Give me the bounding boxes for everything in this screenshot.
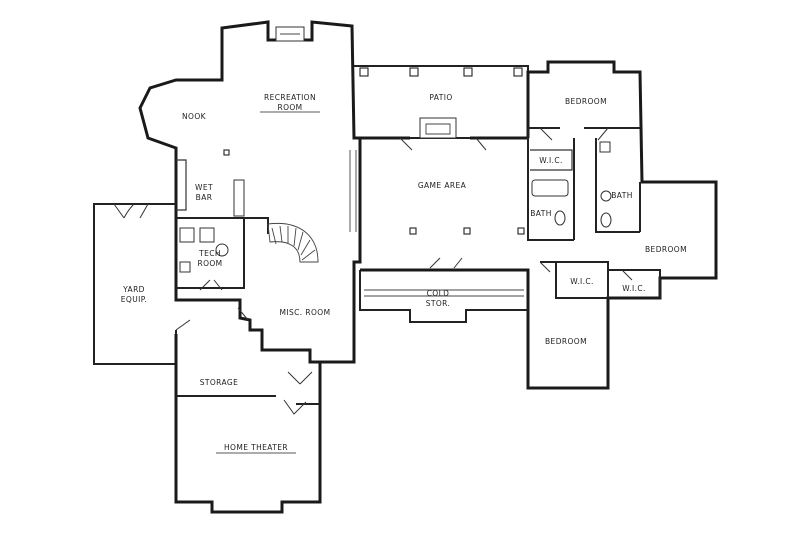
cold-storage-walls xyxy=(359,270,528,323)
storage-theater-divider xyxy=(176,395,320,405)
label-wic-right: W.I.C. xyxy=(622,284,646,293)
patio-post xyxy=(359,67,369,77)
bedroom-doors xyxy=(539,127,609,141)
label-wic-top: W.I.C. xyxy=(539,156,563,165)
label-wet-bar-2: BAR xyxy=(196,193,213,202)
patio-fireplace xyxy=(419,117,457,139)
furnace xyxy=(199,227,215,243)
label-patio: PATIO xyxy=(429,93,452,102)
label-game-area: GAME AREA xyxy=(418,181,467,190)
patio-post xyxy=(513,67,523,77)
label-wet-bar-1: WET xyxy=(195,183,213,192)
plan-details xyxy=(179,26,612,297)
label-bedroom-top: BEDROOM xyxy=(565,97,607,106)
label-bedroom-bottom: BEDROOM xyxy=(545,337,587,346)
label-bath-right: BATH xyxy=(611,191,633,200)
patio-doors xyxy=(399,137,487,151)
door-yard-misc xyxy=(175,307,249,331)
label-recreation-room-1: RECREATION xyxy=(264,93,316,102)
column xyxy=(409,227,417,235)
label-yard-equip-1: YARD xyxy=(122,285,145,294)
label-wic-mid: W.I.C. xyxy=(570,277,594,286)
recreation-room-walls xyxy=(138,20,362,364)
label-cold-stor-2: STOR. xyxy=(426,299,451,308)
label-misc-room: MISC. ROOM xyxy=(280,308,331,317)
interior-walls xyxy=(176,127,661,405)
wet-bar-counter xyxy=(176,159,187,211)
room-labels: RECREATION ROOM NOOK PATIO BEDROOM W.I.C… xyxy=(121,93,687,454)
column xyxy=(223,149,230,156)
stair-wall xyxy=(244,217,269,234)
door-misc-storage xyxy=(287,371,313,385)
yard-equip-walls xyxy=(93,203,177,365)
column xyxy=(463,227,471,235)
toilet xyxy=(554,210,566,226)
toilet xyxy=(600,212,612,228)
cold-stor-doors xyxy=(429,257,463,269)
patio-post xyxy=(463,67,473,77)
label-recreation-room-2: ROOM xyxy=(277,103,302,112)
theater-walls xyxy=(174,334,322,514)
label-home-theater: HOME THEATER xyxy=(224,443,288,452)
label-nook: NOOK xyxy=(182,112,207,121)
tech-room-walls xyxy=(176,217,245,289)
half-wall xyxy=(349,150,357,232)
label-bedroom-right: BEDROOM xyxy=(645,245,687,254)
wic-right-walls xyxy=(608,269,661,298)
wic-top-walls xyxy=(530,149,573,171)
bedroom-bottom-doors xyxy=(539,261,633,281)
bar-island xyxy=(233,179,245,217)
bathtub xyxy=(531,179,569,197)
label-tech-room-1: TECH xyxy=(198,249,221,258)
tech-door xyxy=(199,279,223,291)
staircase xyxy=(267,222,319,263)
door-storage-theater xyxy=(283,399,307,415)
exterior-walls xyxy=(93,20,718,514)
label-storage: STORAGE xyxy=(200,378,239,387)
column xyxy=(517,227,525,235)
tank xyxy=(215,243,229,257)
bath-left-walls xyxy=(527,128,575,241)
doors xyxy=(113,127,633,415)
label-cold-stor-1: COLD xyxy=(427,289,450,298)
game-area-walls xyxy=(360,60,718,390)
bath-right-walls xyxy=(595,138,641,233)
shower xyxy=(599,141,611,153)
garage-door-yard xyxy=(113,203,149,219)
label-yard-equip-2: EQUIP. xyxy=(121,295,147,304)
water-heater xyxy=(179,227,195,243)
sink xyxy=(600,190,612,202)
wic-mid-walls xyxy=(540,261,609,299)
equipment xyxy=(179,261,191,273)
patio-post xyxy=(409,67,419,77)
label-bath-left: BATH xyxy=(530,209,552,218)
label-tech-room-2: ROOM xyxy=(197,259,222,268)
